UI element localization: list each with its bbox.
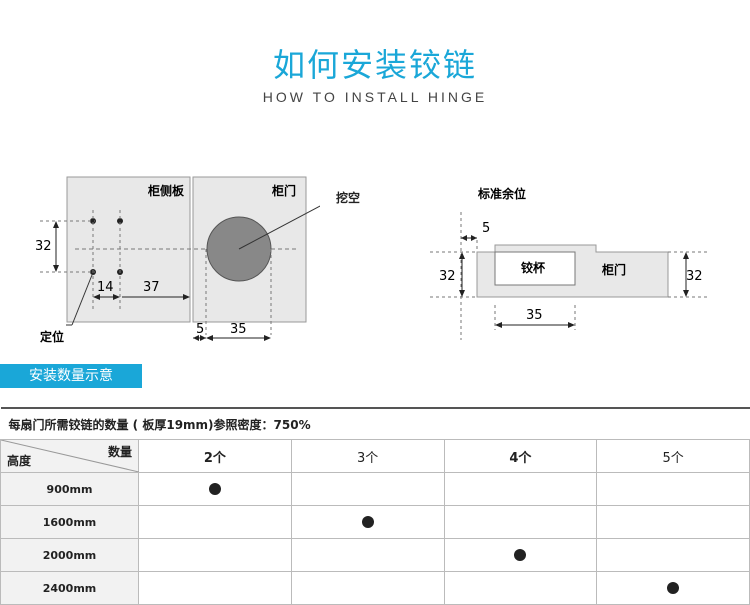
selected-dot-icon bbox=[208, 482, 221, 495]
margin-label: 标准余位 bbox=[477, 186, 526, 201]
height-cell: 2400mm bbox=[0, 571, 139, 605]
hinge-section-diagram: 标准余位 5 铰杯 柜门 32 32 35 bbox=[430, 186, 710, 340]
table-row: 2000mm bbox=[0, 538, 750, 572]
door-section-label: 柜门 bbox=[601, 262, 626, 277]
quantity-cell bbox=[290, 538, 445, 572]
dim-35-right: 35 bbox=[526, 308, 543, 323]
selected-dot-icon bbox=[667, 581, 680, 594]
quantity-cell bbox=[138, 571, 292, 605]
hinge-cup bbox=[494, 251, 576, 286]
screw-hole bbox=[90, 218, 96, 224]
page-subtitle: HOW TO INSTALL HINGE bbox=[262, 89, 488, 105]
section-banner: 安装数量示意 bbox=[0, 364, 142, 388]
quantity-cell bbox=[138, 538, 292, 572]
column-header: 3个 bbox=[290, 439, 445, 473]
quantity-cell bbox=[596, 571, 750, 605]
quantity-cell bbox=[290, 571, 445, 605]
screw-hole bbox=[117, 218, 123, 224]
quantity-cell bbox=[443, 538, 598, 572]
quantity-cell bbox=[596, 472, 750, 506]
quantity-cell bbox=[443, 571, 598, 605]
dim-32-left: 32 bbox=[439, 269, 456, 284]
cup-label: 铰杯 bbox=[521, 260, 546, 275]
column-header: 5个 bbox=[596, 439, 750, 473]
dim-35: 35 bbox=[230, 322, 247, 337]
column-header: 4个 bbox=[443, 439, 598, 473]
column-header: 2个 bbox=[138, 439, 292, 473]
quantity-cell bbox=[138, 472, 292, 506]
qty-header: 数量 bbox=[107, 445, 132, 459]
table-row: 1600mm bbox=[0, 505, 750, 539]
hinge-front-diagram: 柜侧板 柜门 32 14 37 定位 5 35 bbox=[35, 176, 320, 344]
quantity-cell bbox=[443, 505, 598, 539]
dim-37: 37 bbox=[143, 280, 160, 295]
quantity-cell bbox=[596, 538, 750, 572]
quantity-cell bbox=[443, 472, 598, 506]
page-title: 如何安装铰链 bbox=[272, 46, 477, 84]
table-row: 900mm bbox=[0, 472, 750, 506]
dim-14: 14 bbox=[97, 280, 114, 295]
cutout-label: 挖空 bbox=[336, 191, 361, 205]
quantity-cell bbox=[290, 472, 445, 506]
height-header: 高度 bbox=[7, 454, 32, 468]
selected-dot-icon bbox=[514, 548, 527, 561]
table-row: 2400mm bbox=[0, 571, 750, 605]
height-cell: 900mm bbox=[0, 472, 139, 506]
hinge-quantity-table: 每扇门所需铰链的数量 ( 板厚19mm)参照密度：750% 数量 高度 2个 3… bbox=[0, 407, 750, 605]
dim-5: 5 bbox=[196, 322, 204, 337]
dim-32: 32 bbox=[35, 239, 52, 254]
table-corner-header: 数量 高度 bbox=[0, 439, 139, 473]
side-panel-label: 柜侧板 bbox=[147, 183, 185, 198]
height-cell: 1600mm bbox=[0, 505, 139, 539]
position-label: 定位 bbox=[40, 329, 64, 344]
selected-dot-icon bbox=[361, 515, 374, 528]
door-label: 柜门 bbox=[271, 183, 296, 198]
dim-5-right: 5 bbox=[482, 221, 490, 236]
dim-32-right: 32 bbox=[686, 269, 703, 284]
table-caption: 每扇门所需铰链的数量 ( 板厚19mm)参照密度：750% bbox=[0, 407, 750, 440]
height-cell: 2000mm bbox=[0, 538, 139, 572]
quantity-cell bbox=[290, 505, 445, 539]
quantity-cell bbox=[596, 505, 750, 539]
quantity-cell bbox=[138, 505, 292, 539]
